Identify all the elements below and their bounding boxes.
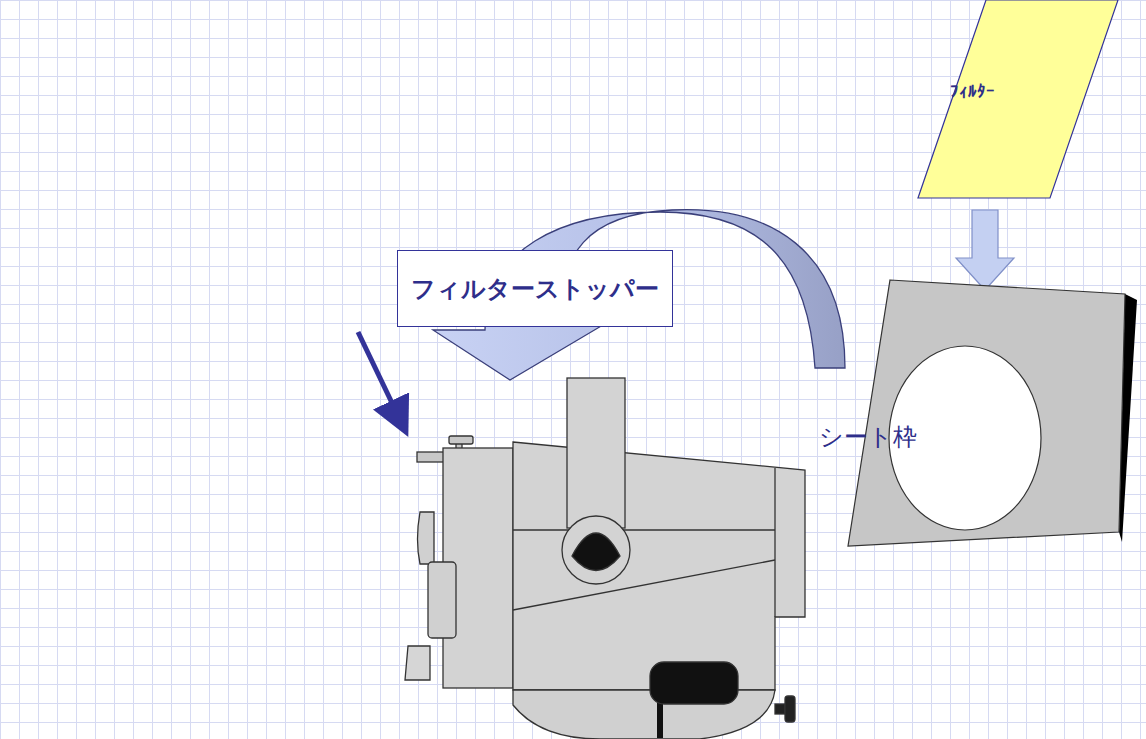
node-label: ﾌｨﾙﾀｰ bbox=[950, 81, 995, 101]
insert-arrow bbox=[956, 210, 1014, 290]
sheet-frame: シート枠 bbox=[845, 278, 1137, 548]
filter-sheet: ﾌｨﾙﾀｰ bbox=[918, 0, 1118, 198]
leader-line bbox=[358, 332, 404, 428]
spotlight bbox=[405, 378, 805, 739]
filter-shape bbox=[918, 0, 1118, 198]
frame-shape bbox=[845, 278, 1137, 548]
node-label: フィルターストッパー bbox=[411, 273, 659, 305]
filter-outline bbox=[918, 0, 1118, 198]
callout-box: フィルターストッパー bbox=[397, 250, 673, 327]
node-label: シート枠 bbox=[819, 421, 917, 453]
frame-outline bbox=[848, 280, 1125, 546]
